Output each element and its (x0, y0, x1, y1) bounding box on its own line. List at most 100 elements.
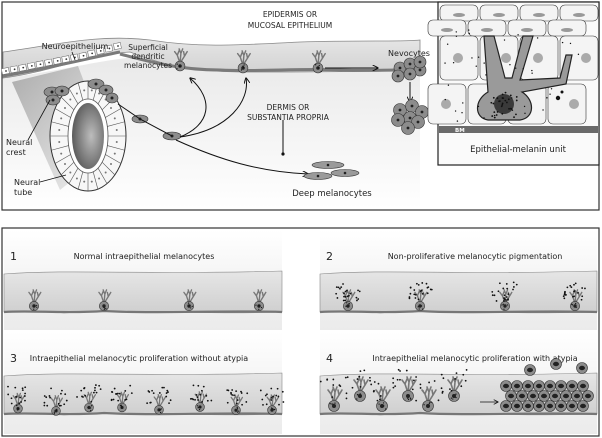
melanin-granule (399, 378, 401, 381)
neural-tube-label-1: Neural (14, 178, 40, 187)
melanin-granule (259, 389, 262, 392)
melanin-granule (462, 102, 464, 104)
nucleus (573, 304, 577, 308)
melanin-granule (236, 399, 239, 401)
melanin-granule (515, 99, 518, 102)
keratinocyte-nucleus (569, 99, 579, 109)
neuroepithelium-nucleus (117, 45, 119, 47)
arrow-to-superficial-2 (179, 78, 246, 138)
atypical-nucleus (569, 383, 575, 389)
melanin-granule (344, 295, 347, 298)
melanin-granule (355, 296, 358, 299)
melanin-granule (501, 93, 504, 96)
melanin-granule (351, 386, 354, 389)
melanin-granule (272, 395, 274, 398)
melanin-granule (33, 308, 35, 310)
melanocyte (226, 389, 249, 415)
melanin-granule (166, 389, 169, 392)
subpanel-title: Non-proliferative melanocytic pigmentati… (388, 252, 563, 261)
melanin-granule (475, 65, 477, 67)
dendrite (421, 386, 437, 404)
atypical-nucleus (508, 393, 514, 399)
keratinocyte (547, 83, 587, 125)
dendrite (401, 376, 417, 394)
melanin-granule (241, 403, 244, 406)
tube-cell-wall (51, 145, 69, 151)
bm-label: BM (455, 128, 465, 134)
melanin-granule (408, 296, 411, 298)
melanin-granule (238, 410, 240, 412)
melanin-granule (196, 405, 199, 407)
melanin-granule (502, 287, 505, 290)
melanin-granule (462, 373, 465, 376)
dendrite (311, 50, 326, 67)
nucleus (241, 66, 245, 70)
nevocyte-nucleus (408, 116, 412, 120)
melanin-granule (7, 393, 10, 396)
melanin-granule (523, 105, 526, 108)
melanin-granule (342, 283, 344, 285)
melanin-granule (278, 403, 280, 406)
melanin-granule (178, 65, 181, 67)
melanin-granule (195, 394, 198, 396)
melanin-granule (261, 306, 263, 309)
melanin-granule (202, 385, 205, 388)
atypical-nucleus (574, 393, 580, 399)
nevocyte-nucleus (398, 108, 402, 112)
melanin-granule (415, 376, 418, 378)
melanin-granule (510, 107, 512, 110)
tube-cell-nucleus (58, 141, 61, 144)
dendrite (375, 386, 391, 404)
melanin-granule (282, 401, 285, 403)
melanin-granule (413, 289, 416, 291)
epithelium-band (3, 270, 283, 314)
melanin-granule (104, 307, 106, 309)
melanocyte (311, 50, 326, 74)
melanin-granule (452, 398, 454, 400)
melanin-granule (191, 397, 193, 400)
melanin-granule (414, 293, 417, 296)
melanin-granule (243, 64, 245, 66)
melanin-granule (266, 393, 268, 396)
melanin-granule (356, 299, 358, 302)
epidermis-label-2: MUCOSAL EPITHELIUM (248, 21, 332, 30)
melanin-granule (423, 404, 425, 406)
keratinocyte-nucleus (533, 53, 543, 63)
melanin-granule (197, 384, 200, 387)
melanin-granule (503, 294, 506, 297)
melanin-granule (43, 395, 46, 397)
melanin-granule (90, 400, 93, 403)
melanin-granule (235, 402, 238, 405)
melanin-granule (160, 411, 162, 414)
melanin-granule (497, 290, 500, 293)
melanin-granule (531, 72, 533, 74)
melanin-granule (428, 401, 431, 403)
melanin-granule (95, 391, 98, 394)
melanin-granule (446, 43, 449, 45)
tube-cell-nucleus (75, 92, 78, 95)
atypical-nucleus (569, 403, 575, 409)
nucleus (32, 304, 36, 308)
melanin-granule (503, 298, 506, 301)
tube-cell-wall (107, 145, 125, 151)
melanin-granule (19, 396, 22, 399)
atypical-nucleus (585, 393, 591, 399)
tube-cell-nucleus (63, 106, 66, 109)
melanin-granule (359, 370, 362, 372)
atypical-nucleus (536, 403, 542, 409)
melanin-granule (454, 378, 457, 380)
melanin-granule (490, 101, 493, 104)
melanin-granule (226, 401, 229, 404)
keratinocyte-nucleus (573, 13, 585, 17)
subpanel-number: 2 (326, 250, 333, 263)
atypical-nucleus (530, 393, 536, 399)
melanin-granule (315, 64, 317, 66)
nucleus (332, 404, 336, 408)
melanin-granule (561, 41, 564, 44)
melanin-granule (357, 298, 360, 300)
nevocytes-label: Nevocytes (388, 49, 430, 58)
melanin-granule (501, 103, 504, 106)
melanin-granule (452, 62, 455, 64)
melanin-granule (430, 288, 433, 291)
melanin-granule (36, 304, 38, 307)
